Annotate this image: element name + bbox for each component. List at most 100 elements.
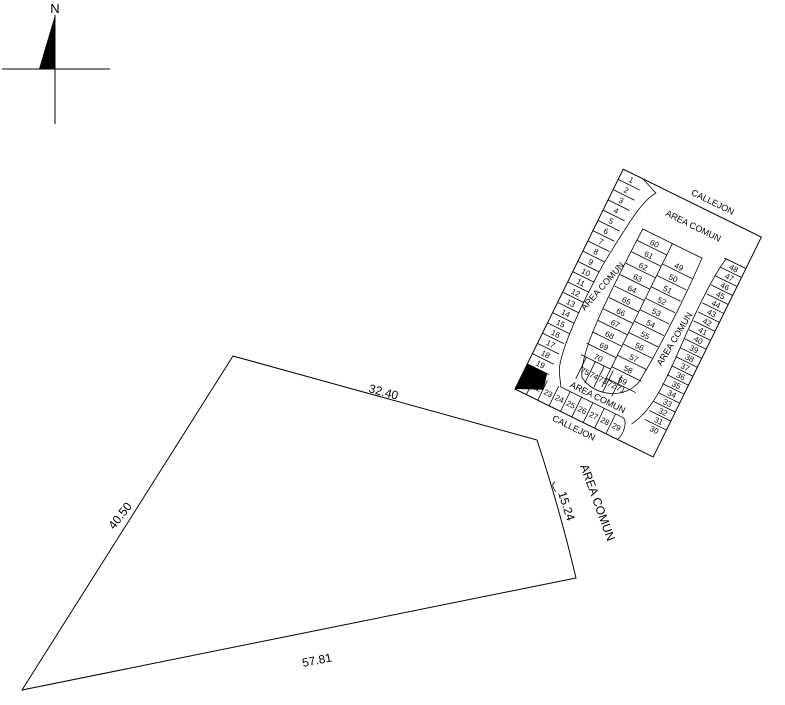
lot-number: 13: [565, 297, 577, 309]
lot-line: [724, 257, 747, 269]
lot-number: 27: [588, 410, 600, 422]
lot-number: 75: [579, 366, 591, 378]
lot-number: 28: [599, 416, 611, 428]
lot-number: 50: [667, 272, 679, 284]
bottom-common-boundary: [560, 386, 626, 440]
lot-line: [680, 347, 702, 359]
lot-number: 25: [565, 399, 577, 411]
parcel-boundary: [20, 355, 577, 691]
lot-line: [625, 262, 656, 279]
lot-line: [617, 354, 648, 371]
lot-number: 24: [553, 393, 565, 405]
lot-number: 6: [602, 226, 610, 236]
lot-number: 72: [606, 379, 618, 391]
lot-number: 9: [587, 257, 595, 267]
lot-line: [552, 312, 575, 324]
lot-line: [594, 408, 605, 429]
lot-line: [608, 297, 639, 313]
lot-number: 73: [597, 374, 609, 386]
hatched-lot-20: [515, 363, 548, 390]
lot-number: 33: [661, 397, 673, 409]
lot-line: [650, 286, 681, 302]
lot-number: 56: [633, 341, 645, 353]
lot-line: [697, 311, 720, 323]
lot-number: 55: [639, 329, 651, 341]
lot-line: [653, 401, 676, 413]
dimension-top: 32.40: [367, 381, 400, 402]
lot-number: 14: [560, 307, 572, 319]
lot-line: [671, 365, 694, 377]
dimension-left: 40.50: [105, 499, 135, 532]
lot-line: [602, 370, 614, 393]
lot-number: 51: [661, 284, 673, 296]
lot-line: [611, 366, 642, 382]
lot-number: 69: [598, 341, 610, 353]
lot-number: 19: [534, 359, 546, 371]
lot-line: [557, 302, 580, 314]
lot-number: 45: [714, 290, 726, 302]
lot-line: [548, 385, 560, 406]
dimension-arc: 15.24: [555, 490, 578, 523]
lot-line: [710, 284, 733, 296]
lot-number: 71: [615, 383, 627, 395]
lot-line: [656, 274, 687, 291]
lot-number: 49: [673, 261, 685, 273]
lot-line: [662, 383, 685, 395]
left-common-boundary: [559, 178, 657, 388]
site-plan-inset: CALLEJON CALLEJON AREA COMUN AREA COMUN …: [514, 168, 763, 458]
arc-symbol-icon: [552, 481, 557, 493]
north-arrow-icon: [39, 15, 55, 69]
lot-line: [526, 374, 537, 395]
lot-line: [567, 281, 590, 293]
lot-line: [631, 251, 662, 267]
dimension-bottom: 57.81: [301, 650, 333, 670]
lot-number: 22: [531, 382, 543, 394]
lot-number: 64: [626, 284, 638, 296]
lot-number: 23: [542, 388, 554, 400]
lot-number: 52: [656, 295, 668, 307]
lot-line: [527, 363, 550, 375]
lot-number: 36: [675, 370, 687, 382]
north-label: N: [50, 1, 59, 16]
lot-number: 29: [610, 421, 622, 433]
lot-number: 31: [653, 415, 665, 427]
lot-number: 34: [666, 388, 678, 400]
lot-line: [622, 343, 653, 359]
lot-number: 70: [592, 352, 604, 364]
lot-number: 11: [575, 277, 587, 289]
parcel: 32.40 40.50 57.81 15.24 AREA COMUN: [20, 355, 618, 691]
lot-line: [649, 410, 672, 422]
lot-line: [577, 261, 600, 273]
lot-line: [586, 342, 617, 359]
lot-line: [706, 293, 729, 305]
lot-number: 26: [576, 404, 588, 416]
lot-number: 40: [692, 334, 704, 346]
lot-number: 53: [650, 307, 662, 319]
lot-number: 60: [648, 238, 660, 250]
lot-number: 8: [592, 247, 600, 257]
lot-line: [666, 374, 689, 386]
lot-line: [662, 263, 693, 279]
lot-line: [547, 322, 570, 334]
right-common-boundary: [631, 258, 727, 425]
lot-number: 39: [688, 343, 700, 355]
lot-number: 43: [706, 308, 718, 320]
lot-line: [715, 275, 738, 287]
lot-line: [597, 319, 628, 336]
lot-number: 67: [609, 318, 621, 330]
lot-number: 17: [544, 338, 556, 350]
lot-number: 61: [643, 249, 655, 261]
lot-number: 3: [617, 196, 625, 206]
lot-line: [620, 274, 651, 290]
lot-number: 21: [519, 376, 531, 388]
lot-line: [605, 413, 616, 434]
lot-line: [537, 380, 548, 401]
lot-line: [675, 356, 698, 368]
lot-line: [614, 285, 645, 302]
lot-line: [580, 354, 611, 370]
lot-number: 54: [645, 318, 657, 330]
lot-line: [587, 240, 610, 252]
lot-number: 42: [701, 316, 713, 328]
lot-line: [571, 397, 582, 418]
